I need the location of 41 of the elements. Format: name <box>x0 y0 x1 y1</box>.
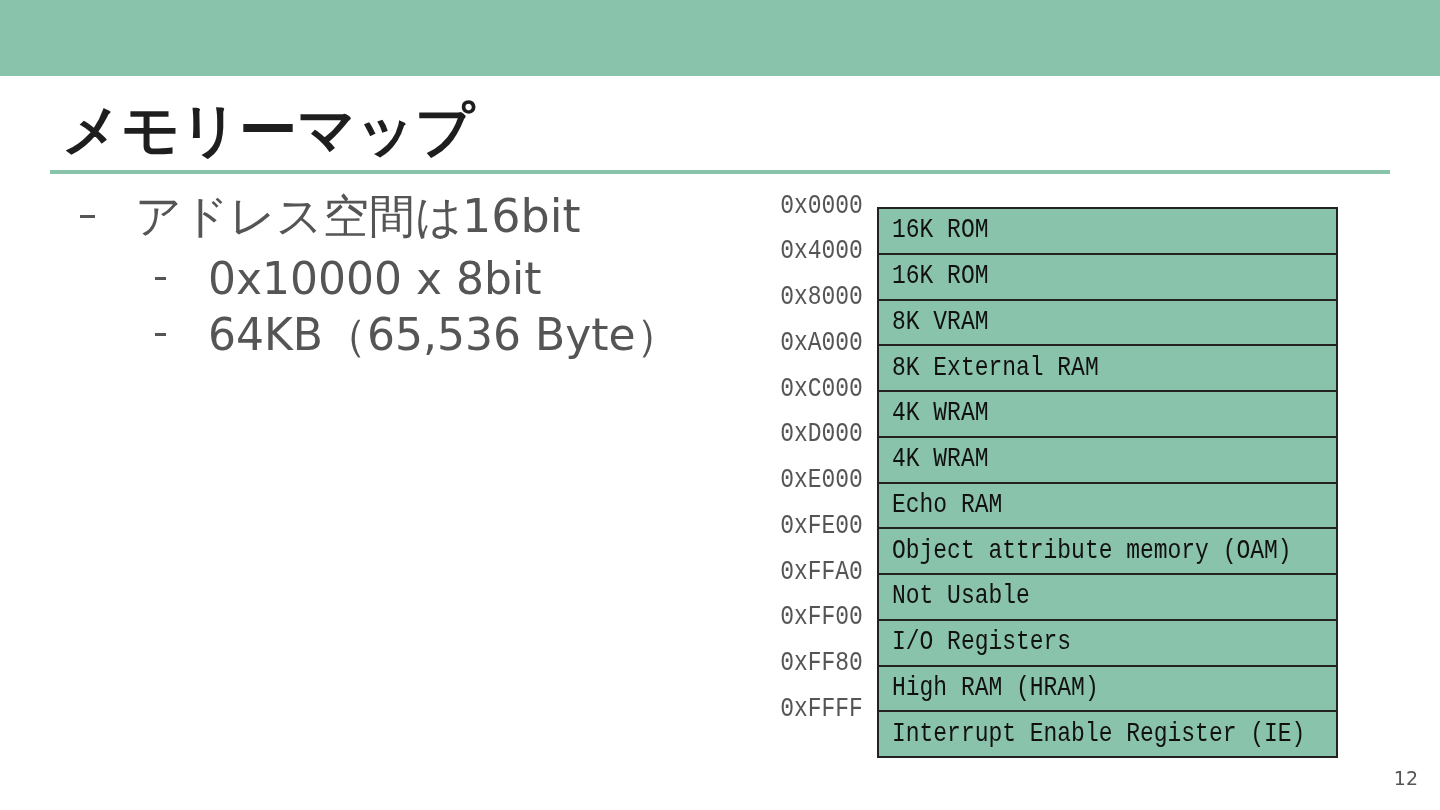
memory-region-box <box>877 618 1338 667</box>
region-label: 8K VRAM <box>892 306 989 338</box>
memory-region-box <box>877 298 1338 347</box>
memory-region-box <box>877 435 1338 484</box>
bullet-text: アドレス空間は16bit <box>135 188 581 244</box>
memory-region-box <box>877 710 1338 758</box>
bullet-text: 64KB（65,536 Byte） <box>208 307 680 361</box>
address-label: 0x0000 <box>780 190 863 222</box>
region-label: 16K ROM <box>892 215 989 247</box>
address-label: 0xD000 <box>780 419 863 451</box>
memory-region-box <box>877 252 1338 301</box>
slide-title: メモリーマップ <box>62 95 474 165</box>
memory-region-box <box>877 207 1338 255</box>
memory-region-box <box>877 344 1338 392</box>
region-label: 8K External RAM <box>892 352 1099 384</box>
memory-region-box <box>877 527 1338 575</box>
region-label: Not Usable <box>892 581 1030 613</box>
page-number: 12 <box>1393 766 1418 790</box>
address-label: 0xC000 <box>780 373 863 405</box>
region-label: 4K WRAM <box>892 444 989 475</box>
region-label: 4K WRAM <box>892 398 989 430</box>
address-label: 0xFFA0 <box>780 556 863 588</box>
memory-region-box <box>877 573 1338 621</box>
address-label: 0xFF00 <box>780 602 863 634</box>
memory-region-box <box>877 481 1338 530</box>
address-label: 0xFF80 <box>780 648 863 679</box>
region-label: High RAM (HRAM) <box>892 672 1099 704</box>
region-label: Interrupt Enable Register (IE) <box>892 718 1306 750</box>
region-label: I/O Registers <box>892 627 1072 658</box>
address-label: 0xFE00 <box>780 510 863 542</box>
region-label: Object attribute memory (OAM) <box>892 535 1292 567</box>
memory-region-box <box>877 664 1338 713</box>
address-label: 0x4000 <box>780 236 863 268</box>
region-label: Echo RAM <box>892 489 1003 521</box>
region-label: 16K ROM <box>892 261 989 292</box>
address-label: 0xE000 <box>780 465 863 496</box>
address-label: 0xFFFF <box>780 693 863 725</box>
bullet-text: 0x10000 x 8bit <box>208 251 542 305</box>
memory-region-box <box>877 390 1338 438</box>
address-label: 0x8000 <box>780 282 863 313</box>
address-label: 0xA000 <box>780 327 863 359</box>
